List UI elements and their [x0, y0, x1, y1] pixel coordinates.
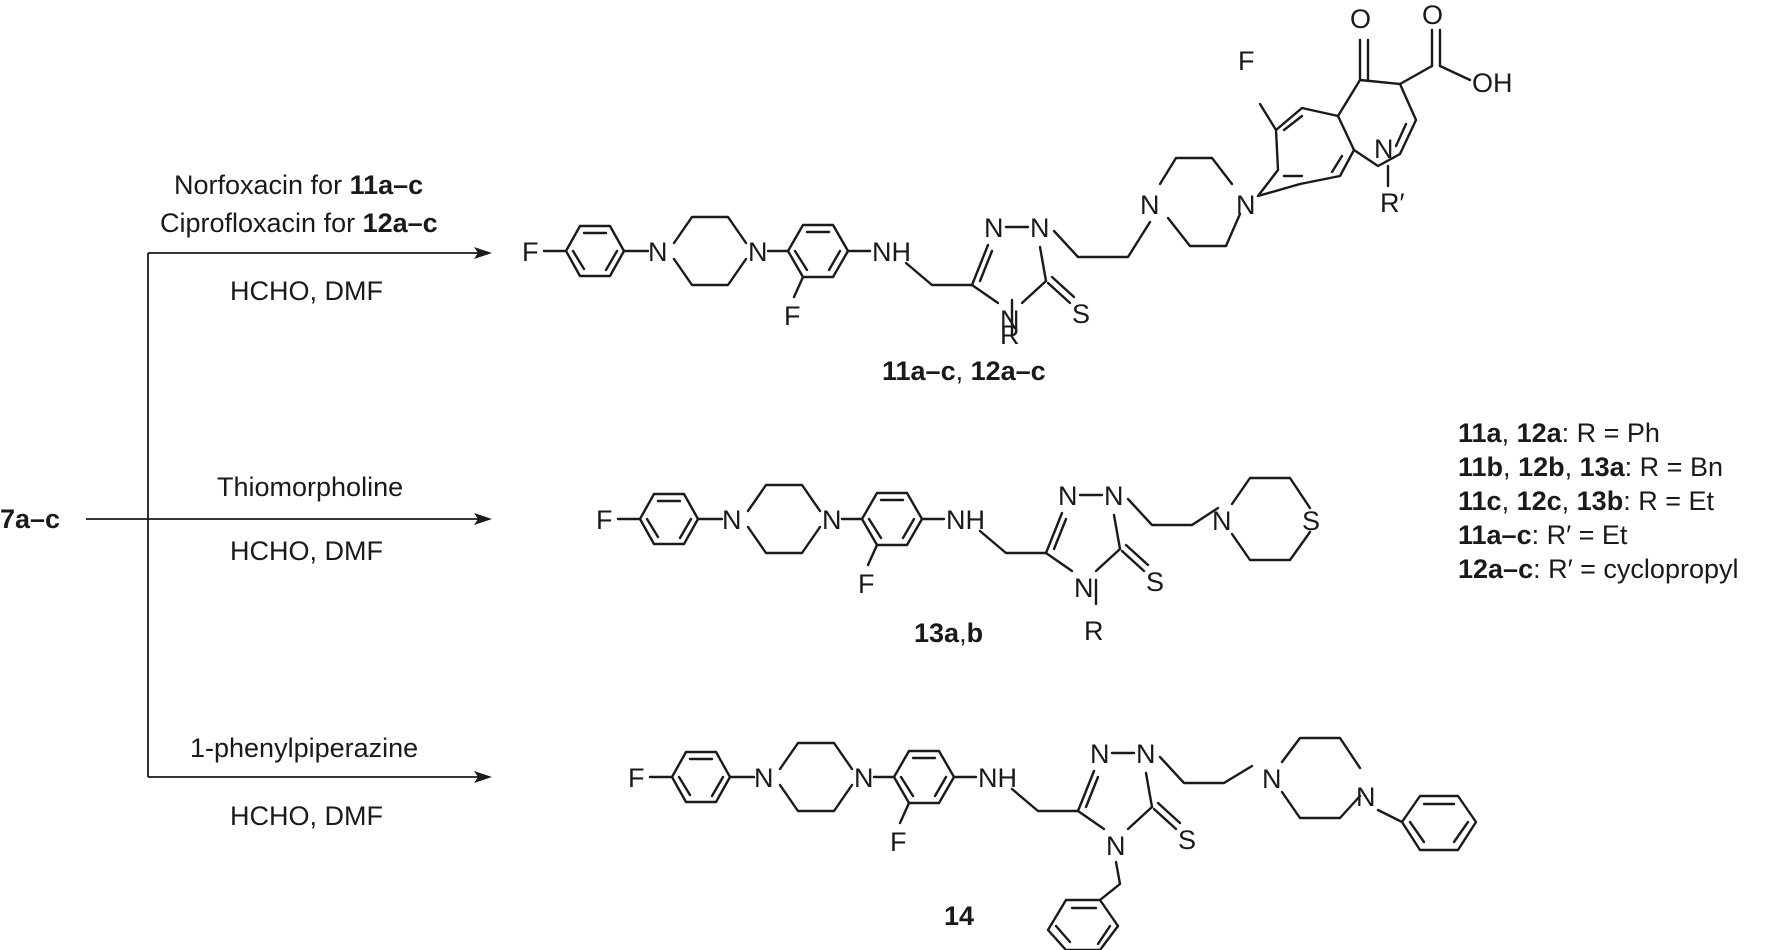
atom-nitrogen: N — [1356, 782, 1376, 812]
arrowhead-middle — [474, 513, 492, 525]
atom-oxygen: O — [1350, 4, 1371, 34]
atom-nitrogen: N — [1262, 764, 1282, 794]
product-14-structure: N N — [626, 736, 1478, 950]
legend-line-5: 12a–c: R′ = cyclopropyl — [1458, 554, 1738, 584]
atom-nitrogen: N — [1374, 134, 1394, 164]
legend-line-1: 11a, 12a: R = Ph — [1458, 418, 1660, 448]
product-13-structure: R N S — [594, 476, 1320, 646]
reagent-bottom: 1-phenylpiperazine — [190, 733, 418, 763]
atom-hydroxyl: OH — [1472, 68, 1513, 98]
reagent-middle: Thiomorpholine — [217, 472, 403, 502]
conditions-bottom: HCHO, DMF — [230, 801, 383, 831]
starting-material-label: 7a–c — [0, 504, 60, 534]
substituent-legend: 11a, 12a: R = Ph 11b, 12b, 13a: R = Bn 1… — [1458, 418, 1738, 584]
product-label-13: 13a,b — [914, 618, 983, 648]
atom-fluoro: F — [1238, 46, 1255, 76]
reagent-top-line1: Norfoxacin for 11a–c — [174, 170, 423, 200]
atom-sulfur: S — [1302, 506, 1320, 536]
product-label-11-12: 11a–c, 12a–c — [882, 356, 1046, 386]
arrowhead-top — [474, 247, 492, 259]
legend-line-2: 11b, 12b, 13a: R = Bn — [1458, 452, 1723, 482]
atom-nitrogen: N — [1140, 190, 1160, 220]
reagent-top-line2: Ciprofloxacin for 12a–c — [160, 208, 438, 238]
product-label-14: 14 — [944, 901, 974, 931]
product-11-12-structure: R N N F O O OH N R′ — [520, 0, 1513, 350]
conditions-middle: HCHO, DMF — [230, 536, 383, 566]
conditions-top: HCHO, DMF — [230, 276, 383, 306]
atom-oxygen: O — [1422, 0, 1443, 30]
atom-r-prime: R′ — [1380, 188, 1405, 218]
atom-r: R — [1000, 320, 1020, 350]
legend-line-3: 11c, 12c, 13b: R = Et — [1458, 486, 1714, 516]
atom-r: R — [1084, 616, 1104, 646]
arrowhead-bottom — [474, 771, 492, 783]
atom-nitrogen: N — [1236, 190, 1256, 220]
atom-nitrogen: N — [1212, 506, 1232, 536]
legend-line-4: 11a–c: R′ = Et — [1458, 520, 1628, 550]
